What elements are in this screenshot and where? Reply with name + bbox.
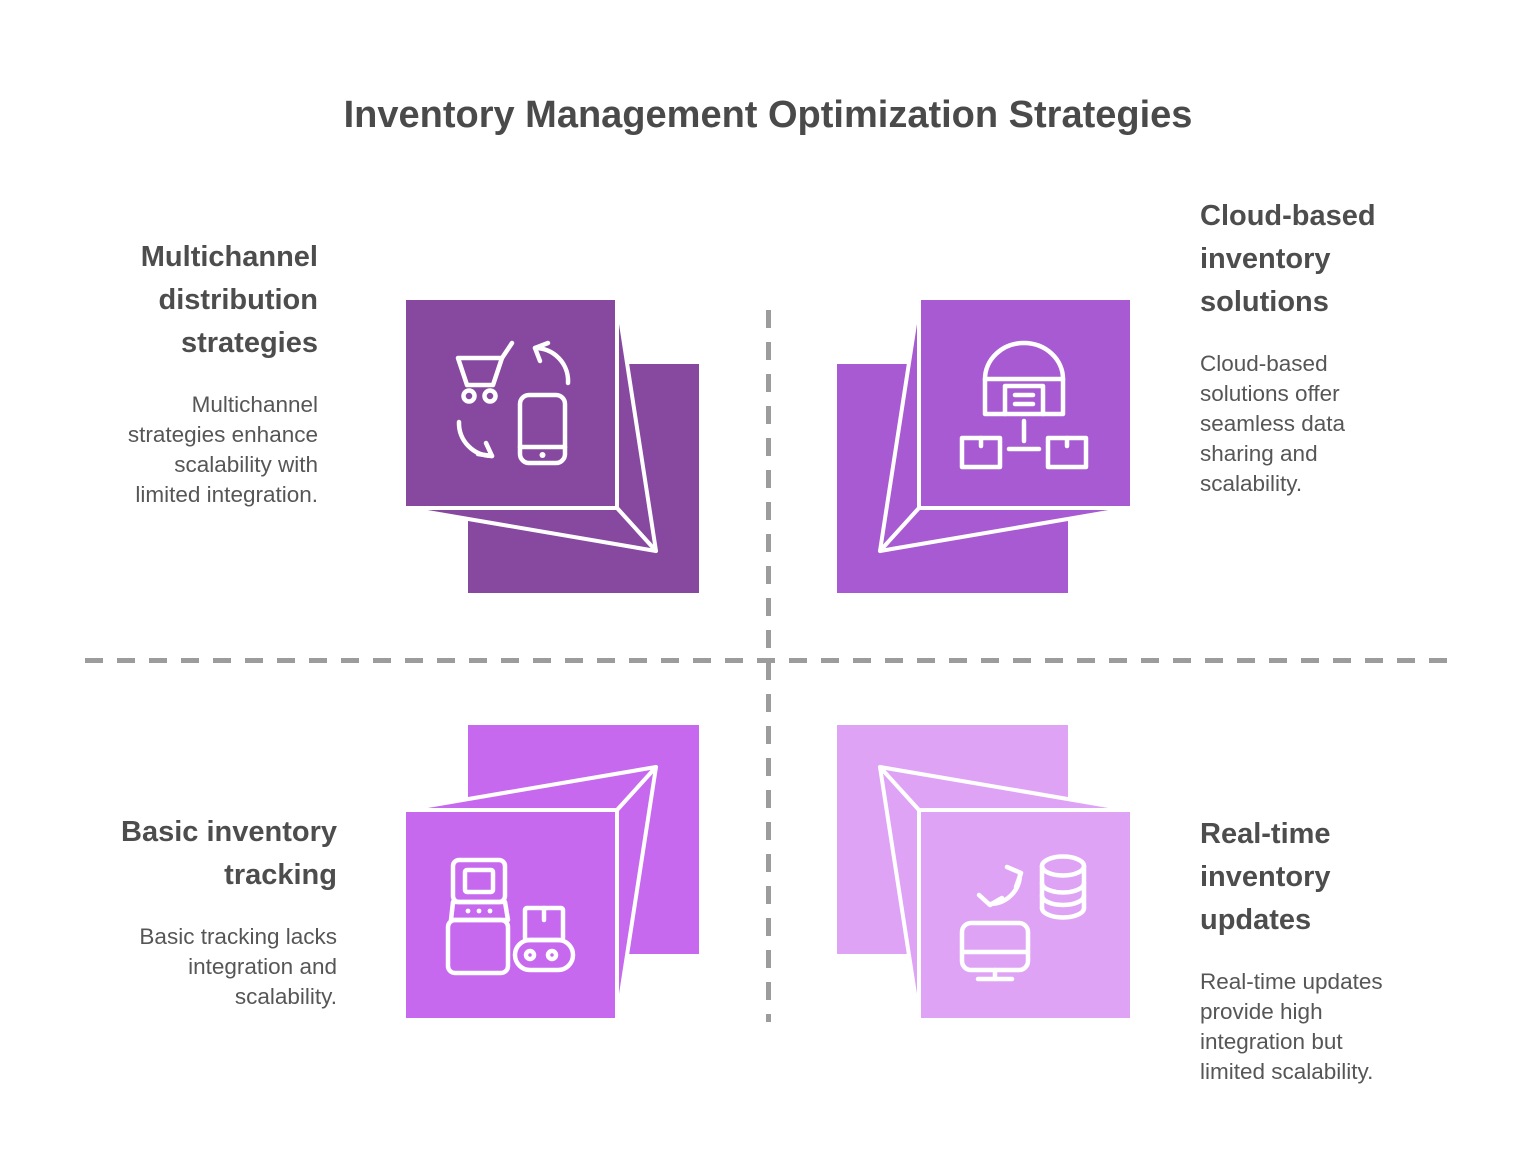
- database-monitor-sync-icon: [959, 854, 1087, 982]
- quadrant-text-block: Multichannel distribution strategies Mul…: [58, 236, 318, 510]
- quadrant-text-block: Cloud-based inventory solutions Cloud-ba…: [1200, 195, 1450, 499]
- page-title: Inventory Management Optimization Strate…: [343, 94, 1193, 136]
- horizontal-divider: [85, 658, 1456, 663]
- quadrant-text-block: Basic inventory tracking Basic tracking …: [77, 811, 337, 1012]
- quadrant-heading: Basic inventory tracking: [121, 816, 337, 891]
- quadrant-description: Real-time updates provide high integrati…: [1200, 969, 1383, 1084]
- quadrant-heading: Cloud-based inventory solutions: [1200, 200, 1376, 318]
- cube-illustration: [833, 721, 1134, 1022]
- kiosk-conveyor-icon: [445, 857, 576, 976]
- warehouse-distribution-icon: [959, 340, 1089, 470]
- vertical-divider: [766, 310, 771, 1022]
- quadrant-description: Cloud-based solutions offer seamless dat…: [1200, 351, 1346, 496]
- quadrant-heading: Real-time inventory updates: [1200, 818, 1331, 936]
- cube-illustration: [402, 296, 703, 597]
- cube-illustration: [402, 721, 703, 1022]
- cube-illustration: [833, 296, 1134, 597]
- quadrant-heading: Multichannel distribution strategies: [140, 241, 318, 359]
- quadrant-description: Basic tracking lacks integration and sca…: [139, 924, 337, 1009]
- quadrant-description: Multichannel strategies enhance scalabil…: [127, 392, 318, 507]
- quadrant-text-block: Real-time inventory updates Real-time up…: [1200, 813, 1450, 1087]
- cart-phone-sync-icon: [455, 340, 571, 466]
